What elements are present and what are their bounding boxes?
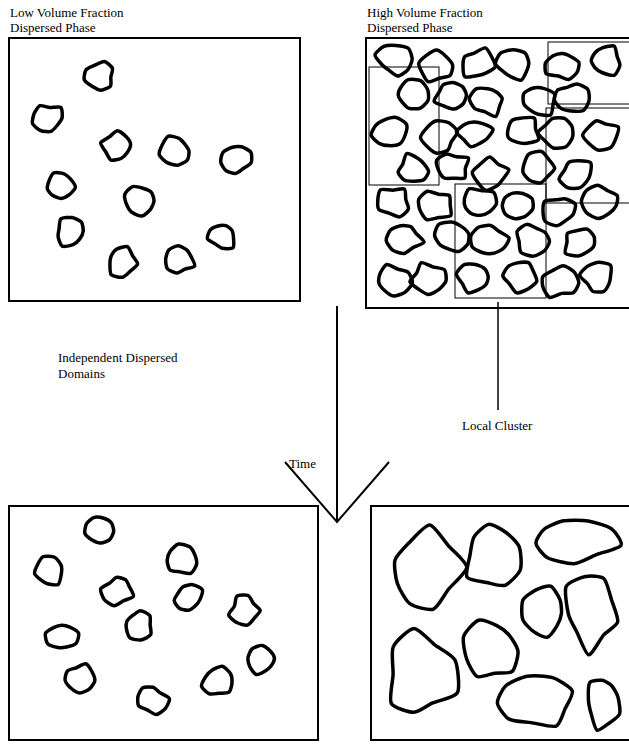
domain-blob <box>45 625 79 647</box>
domain-blob <box>545 53 579 79</box>
domain-blob <box>395 525 467 609</box>
domain-blob <box>126 611 151 640</box>
domain-blob <box>378 189 409 217</box>
domain-blob <box>47 173 75 199</box>
domain-blob <box>419 50 453 82</box>
domain-blob <box>583 121 619 151</box>
domain-blob <box>469 88 502 116</box>
domain-blob <box>84 61 113 90</box>
panel-box: Low Volume Fraction Dispersed Phase <box>8 37 301 302</box>
domain-blob <box>543 199 576 226</box>
domain-blob <box>517 224 550 256</box>
domain-blob <box>581 185 617 218</box>
domain-blob <box>456 122 493 147</box>
domain-blob <box>410 263 446 295</box>
domain-blob <box>398 154 428 182</box>
panel-frame <box>9 506 318 740</box>
domain-blob <box>391 628 459 712</box>
domain-blob <box>495 50 528 81</box>
annotation-label: Local Cluster <box>462 418 532 434</box>
domain-blob <box>464 189 496 216</box>
domain-blob <box>101 131 131 160</box>
domain-blob <box>101 577 134 605</box>
domain-blob <box>110 246 138 277</box>
annotation-label: Time <box>289 456 316 472</box>
domain-blob <box>229 595 261 625</box>
domain-blob <box>503 262 537 293</box>
domain-blob <box>467 524 522 585</box>
domain-blob <box>85 517 114 543</box>
domain-blob <box>554 84 589 111</box>
domain-blob <box>174 585 202 611</box>
domain-blob <box>463 620 518 677</box>
domain-blob <box>65 664 95 693</box>
domain-blob <box>248 645 274 674</box>
domain-blob <box>472 157 509 190</box>
domain-blob <box>471 225 510 253</box>
domain-blob <box>502 193 533 219</box>
domain-blob <box>166 246 195 273</box>
domain-blob <box>508 117 539 143</box>
domain-blob <box>375 45 412 76</box>
domain-blob <box>221 147 252 174</box>
domain-blob <box>435 222 469 252</box>
domain-blob <box>538 118 573 149</box>
domain-blob <box>463 48 495 77</box>
domain-blob <box>420 121 457 153</box>
domain-blob <box>542 266 579 298</box>
domain-blob <box>591 46 620 75</box>
panel-heading: High Volume Fraction Dispersed Phase <box>367 6 532 36</box>
domain-blob <box>522 586 562 637</box>
domain-blob <box>523 88 555 116</box>
panel-box: High Volume Fraction Dispersed Phase <box>365 37 629 309</box>
domain-blob <box>58 217 83 246</box>
domain-blob <box>536 520 621 564</box>
domain-blob <box>588 680 620 730</box>
domain-blob <box>565 229 595 256</box>
domain-blob <box>559 161 591 189</box>
domain-blob <box>523 151 555 183</box>
domain-blob <box>456 264 488 293</box>
domain-blob <box>386 226 424 254</box>
domain-blob <box>580 262 612 292</box>
panel-heading: Low Volume Fraction Dispersed Phase <box>10 6 175 36</box>
domain-blob <box>159 136 189 165</box>
domain-blob <box>207 225 234 248</box>
domain-blob <box>434 83 466 110</box>
domain-blob <box>398 79 428 109</box>
domain-blob <box>371 117 407 145</box>
annotation-label: Independent Dispersed Domains <box>58 350 186 381</box>
domain-blob <box>418 191 451 220</box>
domain-blob <box>202 666 232 694</box>
time-arrow <box>336 306 338 522</box>
domain-blob <box>32 106 62 132</box>
domain-blob <box>497 676 572 727</box>
domain-blob <box>125 186 154 216</box>
domain-blob <box>565 576 617 655</box>
domain-blob <box>167 544 196 574</box>
panel-frame <box>371 506 629 740</box>
domain-blob <box>436 154 468 178</box>
domain-blob <box>379 264 413 296</box>
domain-blob <box>35 556 62 585</box>
leader-line <box>497 302 499 410</box>
domain-blob <box>138 687 170 715</box>
